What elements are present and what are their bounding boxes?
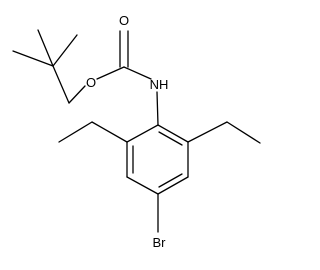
bond-ring-4 [126,176,159,195]
bond-ring-3 [157,176,189,195]
bromine-label: Br [153,235,167,250]
bond-ring-6 [126,124,159,143]
carbonyl-oxygen-label: O [119,13,129,28]
bond-tbu-c1 [12,50,54,67]
molecule-structure: O O NH Br [12,13,261,250]
bond-amine-ring [156,91,159,126]
bond-ester-oxygen-carbonyl [96,66,125,80]
bond-carbonyl-amine [123,66,152,80]
bond-tbu-c2 [37,29,54,67]
bond-tbu-c4 [52,65,70,104]
bond-ring-inner-2 [158,173,183,188]
bond-ethyl-left-2 [58,121,93,143]
bond-ethyl-left-1 [91,121,128,143]
bond-ring-inner-1 [158,131,183,146]
bond-tbu-c3 [52,34,78,67]
bond-ethyl-right-1 [187,121,228,143]
bond-tbu-ester-oxygen [68,85,86,104]
bond-ring-1 [157,124,189,143]
molecule-canvas: O O NH Br [12,13,261,250]
ester-oxygen-label: O [86,75,96,90]
bond-ethyl-right-2 [226,121,261,144]
amine-label: NH [150,77,169,92]
